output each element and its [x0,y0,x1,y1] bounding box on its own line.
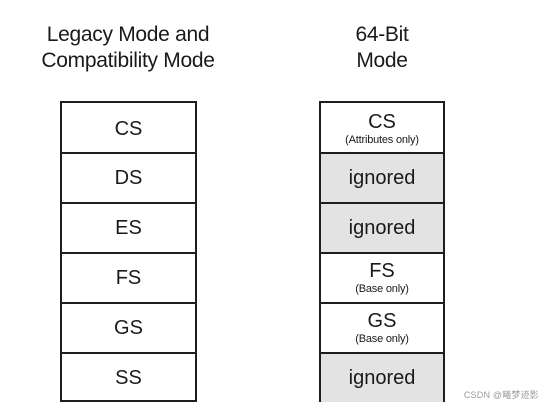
register-label: GS [114,317,143,339]
legacy-segment-register-stack: CS DS ES FS GS SS [60,101,197,402]
64bit-register-es-ignored: ignored [321,202,443,252]
register-label: FS [369,260,395,282]
legacy-heading-line-2: Compatibility Mode [41,49,215,72]
register-label: ignored [348,167,416,189]
register-label: CS [114,117,143,140]
64bit-heading-line-1: 64-Bit [355,23,409,46]
legacy-register-gs: GS [62,302,195,352]
64bit-register-fs: FS (Base only) [321,252,443,302]
64bit-register-cs: CS (Attributes only) [321,103,443,154]
register-label: GS [367,310,397,332]
64bit-segment-register-stack: CS (Attributes only) ignored ignored FS … [319,101,445,402]
watermark: CSDN @曦梦迹影 [463,390,539,400]
register-label: ES [115,217,142,239]
legacy-register-fs: FS [62,252,195,302]
legacy-register-es: ES [62,202,195,252]
64bit-register-ss-ignored: ignored [321,352,443,402]
register-label: DS [114,167,143,189]
legacy-register-ds: DS [62,152,195,202]
legacy-register-cs: CS [62,103,195,154]
legacy-mode-heading: Legacy Mode and Compatibility Mode [28,22,228,74]
register-label: CS [368,110,396,133]
register-note: (Base only) [355,333,409,345]
legacy-heading-line-1: Legacy Mode and [46,23,210,46]
register-note: (Base only) [355,283,409,295]
register-note: (Attributes only) [345,133,419,146]
legacy-register-ss: SS [62,352,195,402]
64bit-heading-line-2: Mode [356,49,408,72]
64bit-mode-heading: 64-Bit Mode [318,22,446,74]
register-label: SS [115,367,142,389]
register-label: FS [115,267,142,289]
register-label: ignored [348,367,416,389]
64bit-register-gs: GS (Base only) [321,302,443,352]
64bit-register-ds-ignored: ignored [321,152,443,202]
register-label: ignored [348,217,416,239]
